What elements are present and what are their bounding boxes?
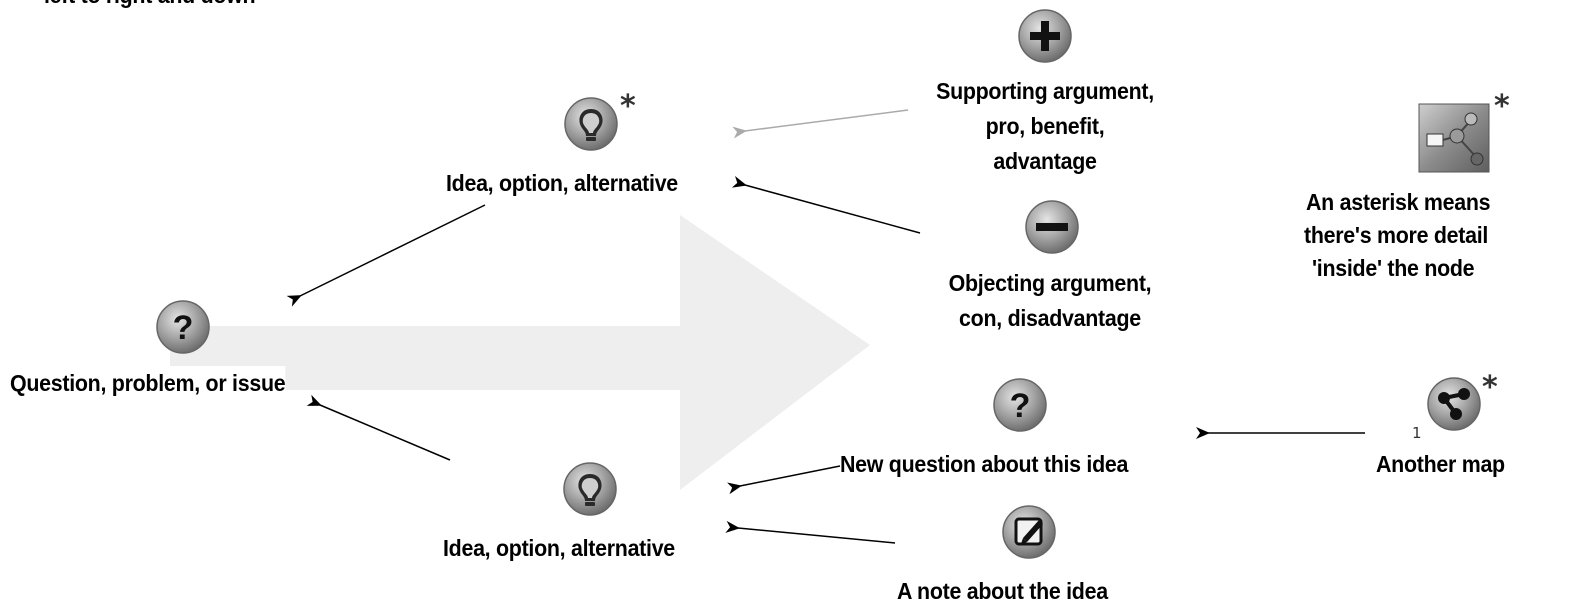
note-node-label[interactable]: A note about the idea — [897, 578, 1108, 604]
question-node-label[interactable]: Question, problem, or issue — [10, 366, 286, 400]
idea-bottom-node-label[interactable]: Idea, option, alternative — [443, 531, 675, 565]
minus-icon[interactable] — [1025, 200, 1079, 254]
map-node-label[interactable]: Another map — [1376, 451, 1505, 477]
background-arrow — [170, 215, 870, 490]
note-pencil-icon[interactable] — [1002, 505, 1056, 559]
new-question-node-label[interactable]: New question about this idea — [840, 447, 1128, 481]
header-text: left to right and down — [44, 0, 256, 12]
plus-icon[interactable] — [1018, 9, 1072, 63]
idea-top-node-label[interactable]: Idea, option, alternative — [446, 166, 678, 200]
detail-node-label-line-2[interactable]: there's more detail — [1304, 222, 1489, 248]
lightbulb-icon[interactable] — [564, 97, 618, 151]
pro-node-label-line-2[interactable]: pro, benefit, — [985, 113, 1105, 139]
svg-text:?: ? — [173, 309, 194, 347]
link-idea-top-to-question — [286, 204, 486, 307]
asterisk-marker: * — [1482, 370, 1498, 405]
con-node-label-line-2[interactable]: con, disadvantage — [959, 305, 1141, 331]
link-newq-to-idea — [727, 465, 841, 495]
svg-text:?: ? — [1010, 387, 1031, 425]
link-con-to-idea — [731, 176, 921, 234]
detail-node-label-line-1[interactable]: An asterisk means — [1306, 189, 1491, 215]
map-link-count: 1 — [1412, 424, 1422, 442]
question-icon[interactable]: ? — [993, 378, 1047, 432]
asterisk-marker: * — [1494, 89, 1510, 124]
detail-node-label-line-3[interactable]: 'inside' the node — [1312, 255, 1475, 281]
map-icon[interactable] — [1427, 377, 1481, 431]
pro-node-label-line-1[interactable]: Supporting argument, — [936, 78, 1154, 104]
link-pro-to-idea — [732, 109, 909, 139]
con-node-label-line-1[interactable]: Objecting argument, — [948, 270, 1152, 296]
question-icon[interactable]: ? — [156, 300, 210, 354]
map-thumbnail-icon[interactable] — [1418, 103, 1490, 173]
asterisk-marker: * — [620, 89, 636, 124]
pro-node-label-line-3[interactable]: advantage — [993, 148, 1097, 174]
link-note-to-idea — [725, 520, 896, 544]
lightbulb-icon[interactable] — [563, 462, 617, 516]
link-idea-bottom-to-question — [306, 394, 451, 461]
